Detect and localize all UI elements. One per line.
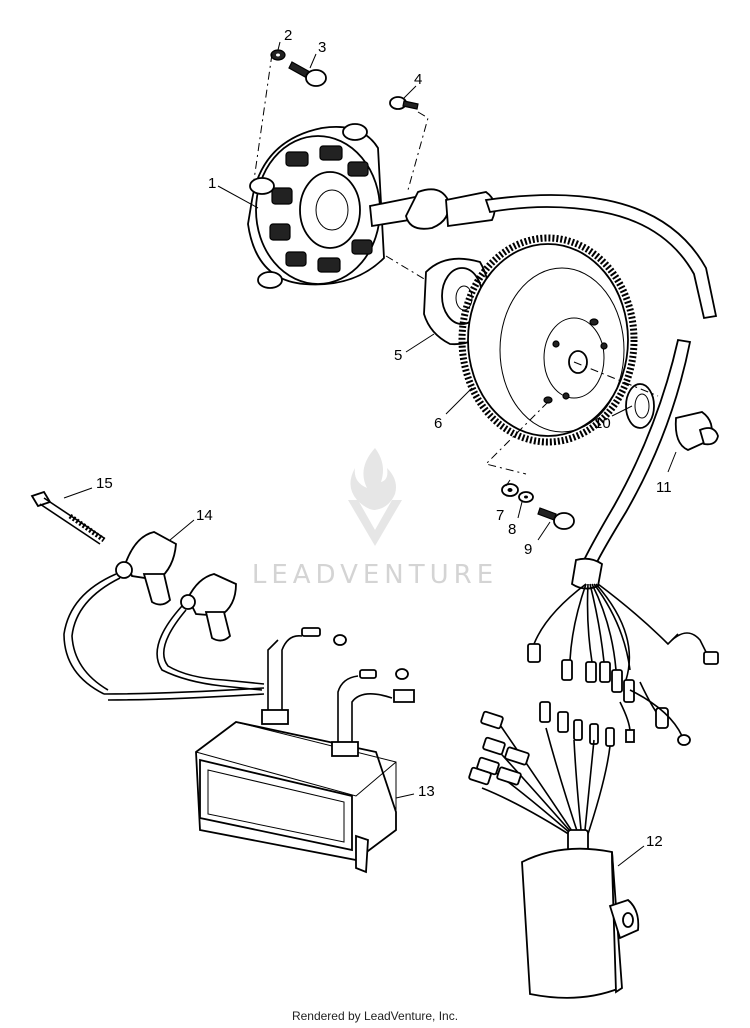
callout-labels: 1 2 3 4 5 6 7 8 9 10 11 12 13 14 15 <box>96 27 672 850</box>
spark-plug-caps-14 <box>63 531 265 701</box>
callout-4: 4 <box>414 71 422 88</box>
callout-5: 5 <box>394 347 402 364</box>
callout-11: 11 <box>656 479 672 496</box>
callout-8: 8 <box>508 521 516 538</box>
module-12 <box>468 710 640 999</box>
callout-9: 9 <box>524 541 532 558</box>
watermark: LEADVENTURE <box>252 448 498 590</box>
watermark-v-icon <box>348 500 402 546</box>
watermark-text: LEADVENTURE <box>252 560 498 590</box>
callout-15: 15 <box>96 475 113 492</box>
screw-9 <box>537 507 575 530</box>
callout-10: 10 <box>594 415 611 432</box>
wire-harness <box>527 583 719 747</box>
callout-6: 6 <box>434 415 442 432</box>
washer-7 <box>501 483 519 497</box>
callout-14: 14 <box>196 507 213 524</box>
callout-3: 3 <box>318 39 326 56</box>
washer-8 <box>518 491 534 503</box>
seal-10 <box>625 383 655 429</box>
callout-12: 12 <box>646 833 663 850</box>
bolt-15 <box>30 490 106 545</box>
footer-credit: Rendered by LeadVenture, Inc. <box>291 1009 459 1023</box>
stator-assembly <box>247 123 718 320</box>
callout-13: 13 <box>418 783 435 800</box>
ignition-coil-13 <box>195 627 415 874</box>
callout-2: 2 <box>284 27 292 44</box>
callout-1: 1 <box>208 175 216 192</box>
flywheel-6 <box>458 234 638 446</box>
leader-lines <box>63 41 677 867</box>
assembly-lines <box>253 53 659 475</box>
watermark-flame-icon <box>350 448 396 510</box>
grommet-11 <box>674 411 719 451</box>
washer-2 <box>270 49 286 61</box>
screw-3 <box>288 61 327 87</box>
callout-7: 7 <box>496 507 504 524</box>
screw-4 <box>389 96 419 110</box>
